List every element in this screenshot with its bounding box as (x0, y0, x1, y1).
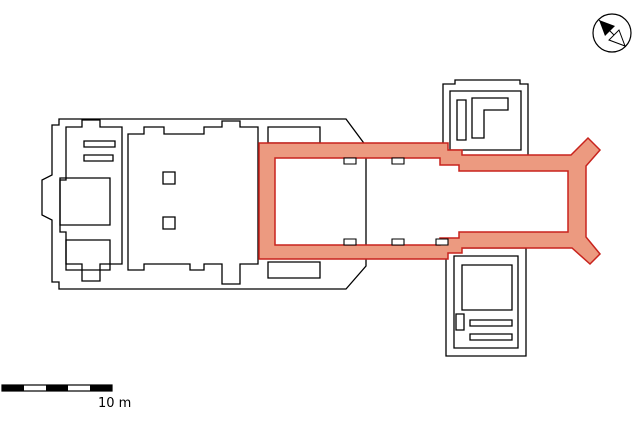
north-tower (442, 79, 529, 158)
west-block (41, 118, 367, 290)
highlighted-nave (258, 136, 602, 266)
north-arrow-icon (592, 13, 632, 53)
south-annex (445, 247, 527, 357)
scale-bar (1, 384, 113, 392)
scale-label: 10 m (98, 396, 132, 411)
